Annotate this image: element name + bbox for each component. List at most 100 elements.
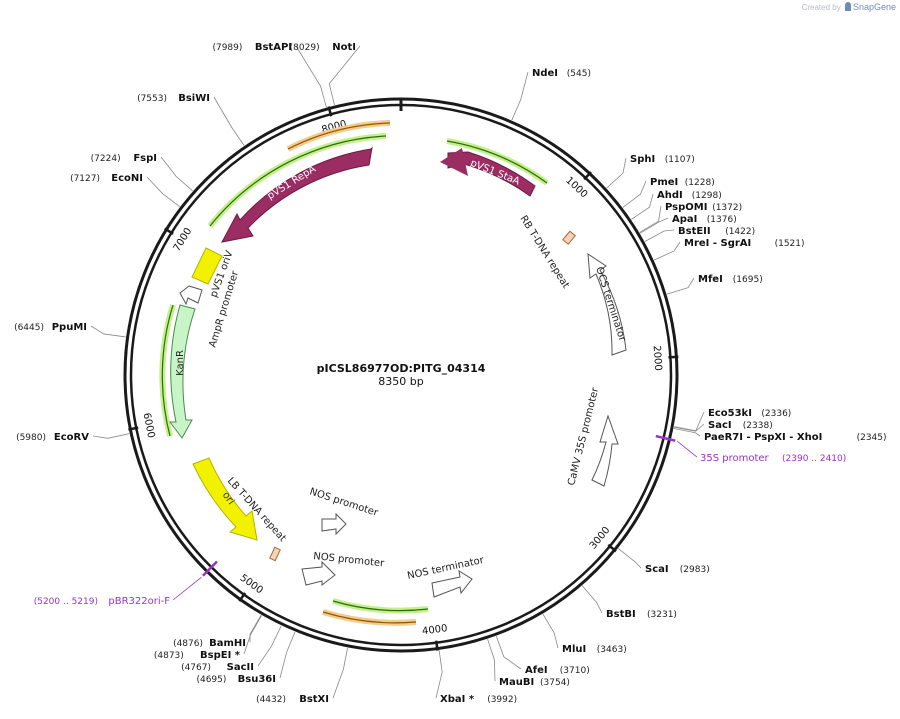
site-name: EcoRV (54, 432, 89, 443)
site-position: (545) (567, 69, 591, 79)
site-position: (2983) (680, 565, 710, 575)
orf-bottom-green (332, 598, 429, 614)
plasmid-length: 8350 bp (378, 375, 423, 388)
site-name: BstXI (299, 694, 329, 705)
site-position: (7127) (70, 174, 100, 184)
site-name: EcoNI (111, 173, 143, 184)
label-rb-tdna: RB T-DNA repeat (517, 214, 571, 291)
site-position: (7553) (137, 94, 167, 104)
primer-name: 35S promoter (700, 453, 770, 464)
site-leader (495, 636, 522, 670)
site-name: PpuMI (52, 322, 87, 333)
feature-pvs1-repa (221, 146, 373, 243)
site-label: PspOMI(1372) (665, 202, 742, 213)
tick-mark (327, 106, 333, 117)
primer-position: (5200 .. 5219) (34, 597, 98, 607)
tick-label: 7000 (172, 226, 195, 253)
site-position: (2336) (761, 409, 791, 419)
site-name: BsiWI (178, 93, 210, 104)
site-leader (673, 428, 701, 437)
site-position: (7989) (212, 43, 242, 53)
orf-bottom-green-line (332, 600, 429, 612)
site-label: SacII(4767) (181, 662, 254, 673)
site-label: BstBI (3231) (606, 609, 677, 620)
site-position: (1298) (692, 191, 722, 201)
site-name: BstBI (606, 609, 636, 620)
feature-pvs1-staa-fix (440, 148, 468, 176)
snapgene-credit: Created by SnapGene (802, 2, 896, 12)
orf-bottom-orange-line (322, 611, 417, 624)
site-leader (257, 625, 282, 667)
site-position: (1422) (725, 227, 755, 237)
site-label: BspEI *(4873) (154, 650, 241, 661)
site-label: XbaI *(3992) (440, 694, 517, 705)
site-label: EcoNI (7127) (70, 173, 143, 184)
label-nos-promoter-1: NOS promoter (308, 486, 380, 519)
site-position: (1376) (707, 215, 737, 225)
site-position: (4432) (256, 695, 286, 705)
site-position: (1695) (733, 275, 763, 285)
site-leader (622, 180, 647, 208)
site-name: ScaI (645, 564, 669, 575)
site-position: (1372) (712, 203, 742, 213)
tick-mark (668, 355, 679, 359)
site-label: BamHI(4876) (173, 638, 246, 649)
tick-label: 4000 (421, 623, 448, 637)
site-label: MreI - SgrAI(1521) (684, 238, 805, 249)
orf-kan-green-line (161, 304, 174, 437)
site-name: SphI (630, 154, 655, 165)
site-name: AhdI (657, 190, 683, 201)
site-label: AfeI (3710) (525, 665, 590, 676)
site-leader (542, 613, 559, 649)
site-name: MauBI (499, 677, 534, 688)
primer-leader (676, 440, 698, 458)
snapgene-logo-icon (844, 2, 851, 11)
site-leader (511, 71, 529, 121)
site-name: SacII (227, 662, 254, 673)
site-label: MluI(3463) (562, 644, 627, 655)
restriction-sites: NdeI(545)SphI(1107)PmeI(1228)AhdI(1298)P… (14, 42, 886, 705)
tick-mark (583, 171, 592, 181)
feature-pvs1-staa (447, 151, 536, 197)
site-label: PpuMI(6445) (14, 322, 87, 333)
orf-top-orange-line (287, 122, 391, 150)
site-leader (160, 156, 193, 192)
site-leader (581, 585, 603, 614)
site-leader (644, 229, 675, 242)
site-label: BstAPI(7989) (212, 42, 292, 53)
site-leader (653, 241, 681, 261)
site-leader (487, 639, 496, 682)
site-position: (1521) (775, 239, 805, 249)
site-leader (249, 615, 262, 643)
site-leader (295, 45, 327, 108)
site-name: ApaI (672, 214, 697, 225)
site-label: MauBI(3754) (499, 677, 570, 688)
site-leader (328, 45, 361, 106)
site-position: (4876) (173, 639, 203, 649)
tick-mark (434, 640, 439, 651)
site-position: (7224) (91, 154, 121, 164)
site-label: SphI(1107) (630, 154, 695, 165)
site-leader (332, 647, 348, 699)
site-name: BstEII (678, 226, 711, 237)
site-position: (3231) (647, 610, 677, 620)
site-name: PmeI (650, 177, 678, 188)
tick-mark (607, 543, 617, 553)
primer-mark (202, 560, 218, 577)
site-leader (639, 217, 669, 234)
site-leader (674, 423, 705, 432)
site-name: MluI (562, 644, 586, 655)
site-position: (4873) (154, 651, 184, 661)
site-position: (2345) (857, 433, 887, 443)
site-position: (3710) (560, 666, 590, 676)
site-label: BstEII (1422) (678, 226, 755, 237)
site-name: Bsu36I (238, 674, 276, 685)
site-name: AfeI (525, 665, 548, 676)
site-leader (243, 615, 262, 655)
tick-mark (238, 592, 247, 602)
tick-label: 2000 (651, 345, 664, 371)
site-label: MfeI(1695) (698, 274, 763, 285)
site-leader (213, 96, 245, 146)
feature-ocs-terminator (587, 253, 627, 356)
site-label: Bsu36I(4695) (196, 674, 276, 685)
